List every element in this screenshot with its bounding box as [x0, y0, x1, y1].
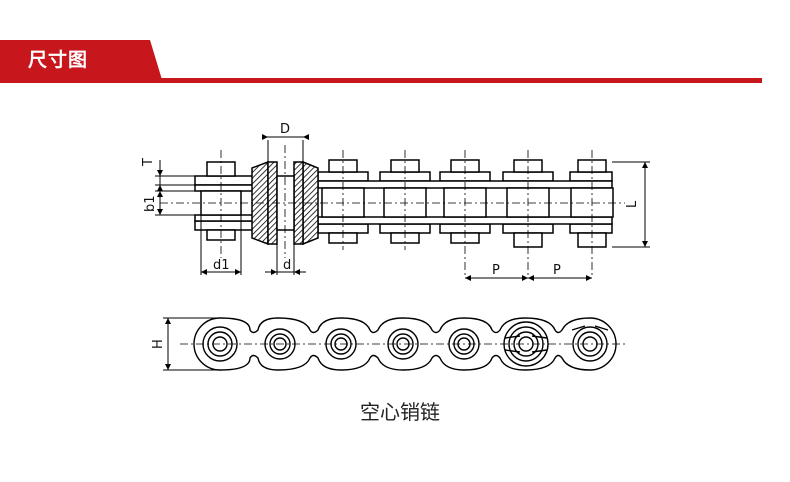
diagram-caption: 空心销链	[360, 400, 440, 424]
label-L: L	[625, 200, 640, 208]
label-d: d	[283, 258, 291, 273]
label-b1: b1	[143, 195, 158, 212]
header-banner	[0, 40, 762, 83]
label-P-1: P	[492, 263, 500, 278]
label-T: T	[141, 158, 156, 167]
label-D: D	[280, 122, 290, 137]
label-H: H	[151, 339, 166, 349]
label-P-2: P	[553, 263, 561, 278]
label-d1: d1	[213, 258, 230, 273]
section-title: 尺寸图	[28, 49, 89, 71]
top-view	[194, 159, 614, 248]
